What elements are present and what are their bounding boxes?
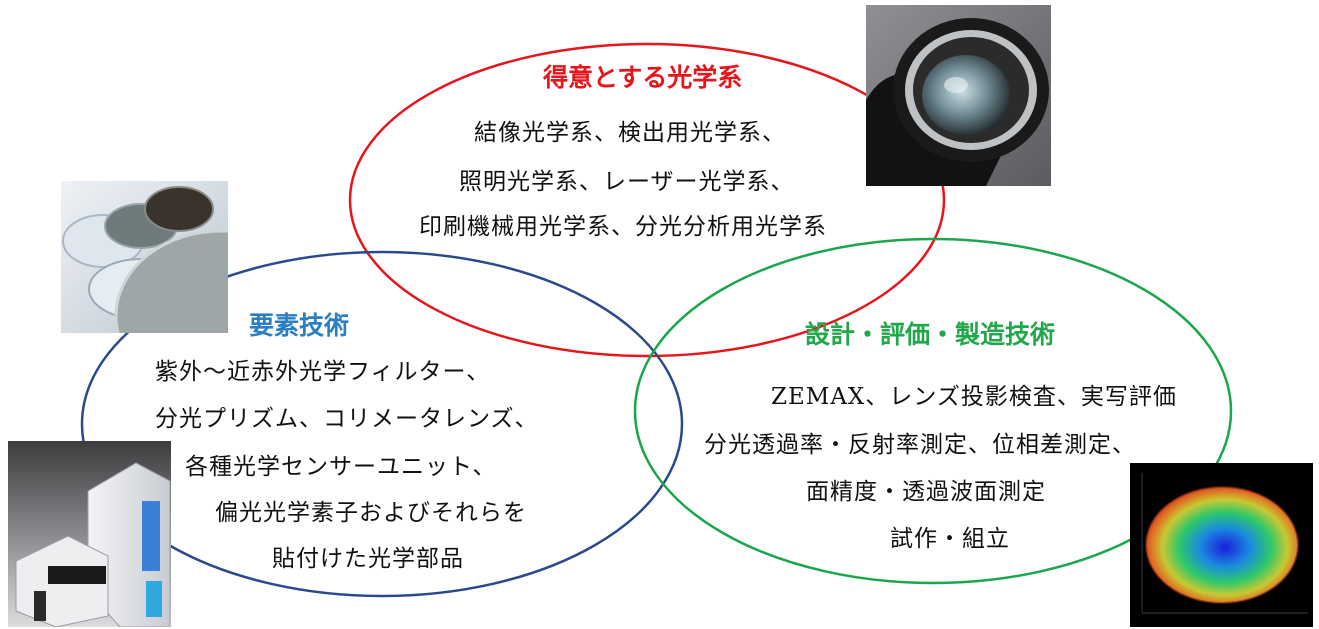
optical-filters-photo bbox=[61, 181, 228, 333]
design-line-1: ZEMAX、レンズ投影検査、実写評価 bbox=[771, 384, 1177, 410]
surface-map-photo bbox=[1130, 463, 1313, 627]
design-title: 設計・評価・製造技術 bbox=[805, 320, 1056, 349]
optics-line-1: 結像光学系、検出用光学系、 bbox=[474, 120, 786, 146]
camera-lens-photo bbox=[866, 5, 1051, 186]
optics-title: 得意とする光学系 bbox=[543, 63, 743, 92]
elements-line-5: 貼付けた光学部品 bbox=[272, 546, 464, 572]
optics-circle bbox=[348, 42, 946, 358]
design-line-3: 面精度・透過波面測定 bbox=[806, 479, 1046, 505]
elements-line-2: 分光プリズム、コリメータレンズ、 bbox=[155, 406, 539, 432]
elements-circle bbox=[80, 250, 684, 598]
elements-line-1: 紫外～近赤外光学フィルター、 bbox=[155, 359, 491, 385]
elements-line-4: 偏光光学素子およびそれらを bbox=[215, 500, 527, 526]
optics-line-3: 印刷機械用光学系、分光分析用光学系 bbox=[419, 214, 827, 240]
elements-title: 要素技術 bbox=[249, 311, 350, 340]
design-line-4: 試作・組立 bbox=[890, 526, 1010, 552]
prisms-photo bbox=[8, 441, 171, 627]
elements-line-3: 各種光学センサーユニット、 bbox=[185, 454, 497, 480]
optics-line-2: 照明光学系、レーザー光学系、 bbox=[459, 169, 795, 195]
design-line-2: 分光透過率・反射率測定、位相差測定、 bbox=[704, 432, 1136, 458]
design-circle bbox=[633, 237, 1233, 585]
